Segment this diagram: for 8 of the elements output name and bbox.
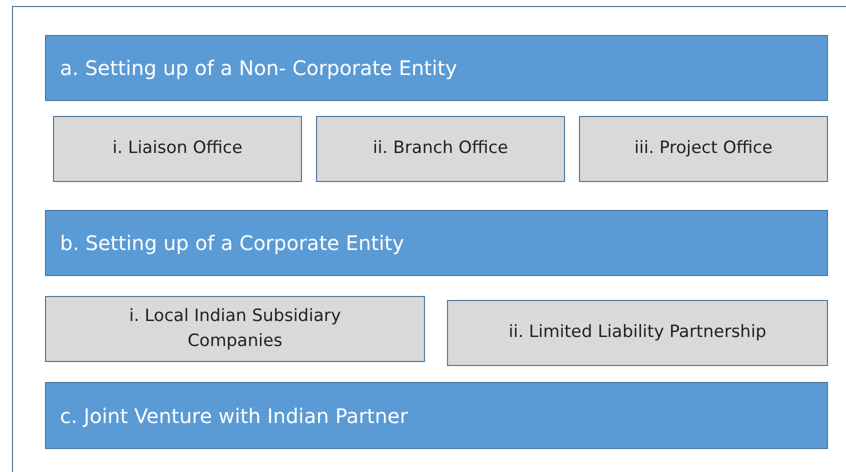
category-band: b. Setting up of a Corporate Entity [45,210,828,276]
option-box: iii. Project Office [579,116,828,182]
option-box: i. Local Indian Subsidiary Companies [45,296,425,362]
option-box: ii. Branch Office [316,116,565,182]
category-band: c. Joint Venture with Indian Partner [45,382,828,449]
option-box: i. Liaison Office [53,116,302,182]
option-box: ii. Limited Liability Partnership [447,300,828,366]
category-band: a. Setting up of a Non- Corporate Entity [45,35,828,101]
